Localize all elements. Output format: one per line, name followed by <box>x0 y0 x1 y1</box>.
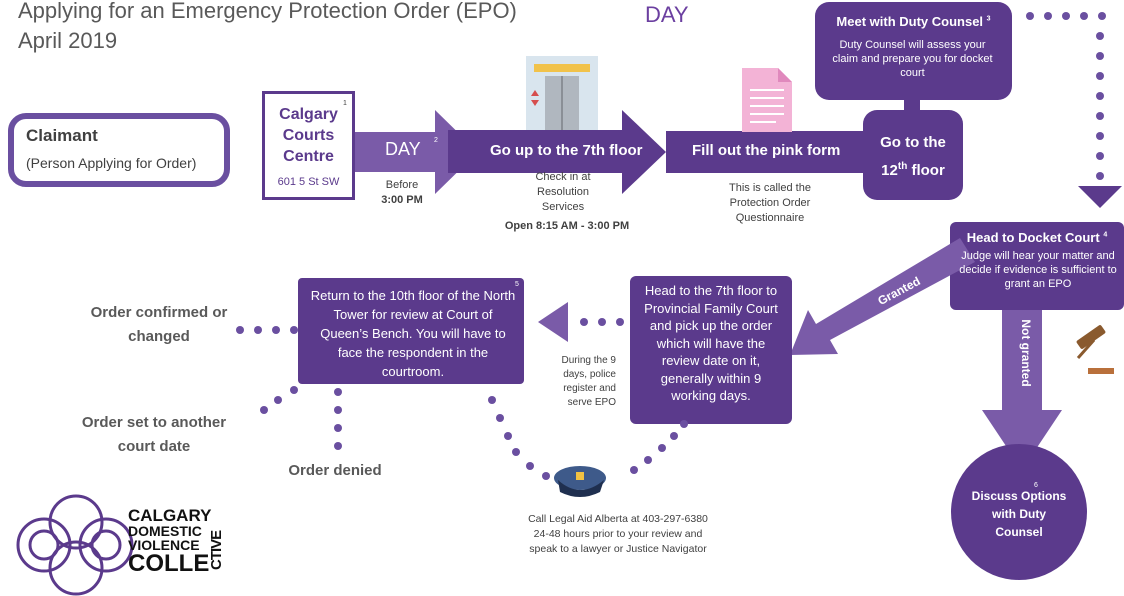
duty-counsel-box <box>815 2 1012 100</box>
pink-form-note: This is called the Protection Order Ques… <box>729 182 811 224</box>
return-box <box>298 278 524 384</box>
before-time-note: Before 3:00 PM <box>362 178 442 208</box>
page-title: Applying for an Emergency Protection Ord… <box>18 0 517 56</box>
twelfth-floor-box <box>863 110 963 200</box>
docket-court-box <box>950 222 1124 310</box>
pink-form-band <box>666 131 871 173</box>
calgary-courts-address: 601 5 St SW <box>277 176 340 188</box>
duty-counsel-title-text: Meet with Duty Counsel <box>836 14 984 29</box>
order-another-date-label: Order set to another court date <box>81 414 227 455</box>
day-top-label: DAY <box>645 2 689 27</box>
twelfth-sup: th <box>897 161 908 172</box>
title-line1: Applying for an Emergency Protection Ord… <box>18 0 517 23</box>
docket-court-title: Head to Docket Court 4 <box>950 230 1124 245</box>
docket-court-body: Judge will hear your matter and decide i… <box>959 250 1117 290</box>
claimant-subtitle: (Person Applying for Order) <box>26 155 197 171</box>
provincial-text: Head to the 7th floor to Provincial Fami… <box>644 283 778 403</box>
twelfth-line2: 12th floor <box>863 155 963 183</box>
before-time: 3:00 PM <box>381 194 423 206</box>
logo-rings-icon <box>16 494 134 596</box>
outcome-dots <box>236 326 342 450</box>
logo-text: CALGARY DOMESTIC VIOLENCE COLLE <box>128 507 211 576</box>
twelfth-number: 12 <box>881 162 898 179</box>
discuss-text: Discuss Options with Duty Counsel <box>971 489 1067 539</box>
calgary-courts-box <box>262 91 355 200</box>
police-hat-icon <box>554 466 606 497</box>
before-label: Before <box>385 179 419 191</box>
seventh-floor-arrow <box>448 110 666 194</box>
docket-court-title-text: Head to Docket Court <box>966 230 1100 245</box>
claimant-box <box>8 113 230 187</box>
logo-vertical: CTIVE <box>208 530 225 570</box>
police-dots <box>488 396 688 480</box>
pink-form-label: Fill out the pink form <box>692 142 841 159</box>
docket-court-sup: 4 <box>1103 231 1108 239</box>
granted-arrow <box>790 238 975 355</box>
dotted-connector-right <box>1026 12 1106 180</box>
seventh-floor-label: Go up to the 7th floor <box>490 142 643 159</box>
gavel-icon <box>1076 325 1114 374</box>
check-in-note: Check in at Resolution Services <box>535 171 591 213</box>
office-hours: Open 8:15 AM - 3:00 PM <box>504 220 630 232</box>
day-arrow-label: DAY <box>385 139 421 159</box>
title-line2: April 2019 <box>18 28 118 53</box>
police-note: During the 9 days, police register and s… <box>561 355 616 408</box>
legal-aid-note: Call Legal Aid Alberta at 403-297-6380 2… <box>528 513 708 555</box>
order-confirmed-label: Order confirmed or changed <box>90 304 228 345</box>
discuss-superscript: 6 <box>1034 482 1038 489</box>
calgary-superscript: 1 <box>343 100 347 107</box>
down-arrowhead <box>1078 186 1122 208</box>
twelfth-floor-word: floor <box>907 162 945 179</box>
duty-counsel-sup: 3 <box>986 15 991 23</box>
calgary-courts-title: Calgary Courts Centre <box>279 106 338 165</box>
logo-line1: CALGARY <box>128 506 212 525</box>
left-arrowhead <box>538 302 568 342</box>
duty-counsel-title: Meet with Duty Counsel 3 <box>815 14 1012 29</box>
claimant-title: Claimant <box>26 126 98 145</box>
logo-line3: VIOLENCE <box>128 537 200 553</box>
not-granted-label: Not granted <box>1019 319 1033 387</box>
day-arrow-superscript: 2 <box>434 137 438 144</box>
elevator-icon <box>526 56 598 130</box>
return-text: Return to the 10th floor of the North To… <box>310 288 516 379</box>
logo-line2: DOMESTIC <box>128 523 202 539</box>
twelfth-line1: Go to the <box>880 134 946 151</box>
return-superscript: 5 <box>515 281 519 288</box>
dotted-connector-middle <box>580 318 624 326</box>
discuss-circle <box>951 444 1087 580</box>
logo-line4: COLLE <box>128 550 210 577</box>
order-denied-label: Order denied <box>288 462 382 479</box>
provincial-box <box>630 276 792 424</box>
document-icon <box>742 68 792 132</box>
duty-counsel-body: Duty Counsel will assess your claim and … <box>832 39 993 79</box>
twelfth-floor-label: Go to the 12th floor <box>863 131 963 183</box>
not-granted-arrow <box>982 310 1062 470</box>
day-arrow <box>355 110 478 194</box>
